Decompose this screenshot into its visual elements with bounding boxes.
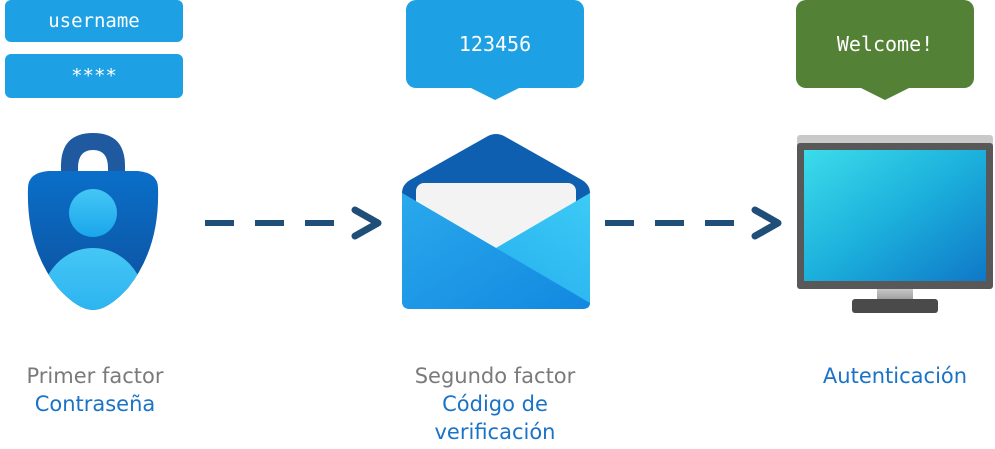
dashed-arrow-icon: [205, 206, 382, 240]
authenticator-lock-icon: [27, 133, 159, 310]
code-text: 123456: [458, 32, 532, 56]
welcome-bubble: Welcome!: [796, 0, 974, 100]
step-2-subtitle-line1: Código de: [442, 392, 548, 416]
step-3-subtitle: Autenticación: [822, 364, 968, 388]
step-2-title: Segundo factor: [414, 364, 576, 388]
username-text: username: [48, 10, 140, 32]
step-2-subtitle-line2: verificación: [434, 420, 556, 444]
envelope-icon: [402, 134, 590, 309]
welcome-text: Welcome!: [836, 32, 934, 56]
step-3-label: Autenticación: [795, 362, 995, 390]
username-field: username: [5, 0, 183, 42]
monitor-icon: [797, 135, 993, 313]
step-1-label: Primer factor Contraseña: [0, 362, 190, 418]
step-2-label: Segundo factor Código de verificación: [395, 362, 595, 446]
bubble-tail: [861, 88, 909, 100]
bubble-tail: [471, 88, 519, 100]
step-1-title: Primer factor: [26, 364, 164, 388]
code-bubble: 123456: [406, 0, 584, 100]
password-field: ****: [5, 54, 183, 98]
step-1-subtitle: Contraseña: [34, 392, 156, 416]
dashed-arrow-icon: [605, 206, 782, 240]
password-text: ****: [71, 65, 117, 87]
